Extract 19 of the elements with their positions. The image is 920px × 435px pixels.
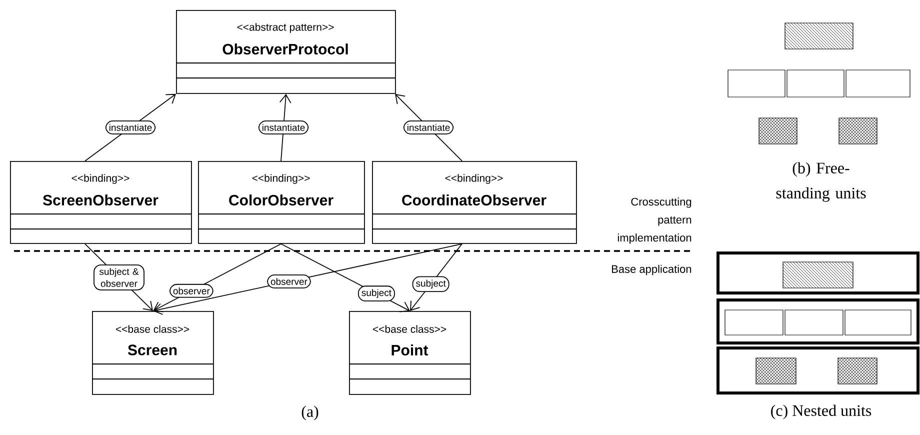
class-box: <<binding>> ScreenObserver [10, 161, 192, 244]
layer-label: Base application [612, 264, 692, 276]
class-box: <<base class>> Screen [92, 311, 214, 395]
edge-label: subject [358, 286, 395, 302]
edge-label: instantiate [403, 120, 454, 134]
edge-label: instantiate [258, 120, 309, 134]
edge-label: subject [412, 276, 450, 292]
caption: (b) Free-standing units [776, 162, 866, 202]
layer-label: Crosscutting pattern implementation [618, 198, 692, 244]
edge-label: observer [267, 274, 311, 288]
edge-label: instantiate [105, 120, 156, 134]
class-box: <<base class>> Point [348, 311, 471, 395]
edge-label: observer [169, 284, 214, 298]
class-box: <<binding>> CoordinateObserver [372, 161, 577, 244]
caption: (a) [302, 406, 318, 420]
class-box: <<binding>> ColorObserver [198, 161, 365, 244]
caption: (c) Nested units [771, 404, 872, 420]
edge-label: subject & observer [94, 264, 144, 290]
class-box: <<abstract pattern>> ObserverProtocol [176, 10, 396, 94]
